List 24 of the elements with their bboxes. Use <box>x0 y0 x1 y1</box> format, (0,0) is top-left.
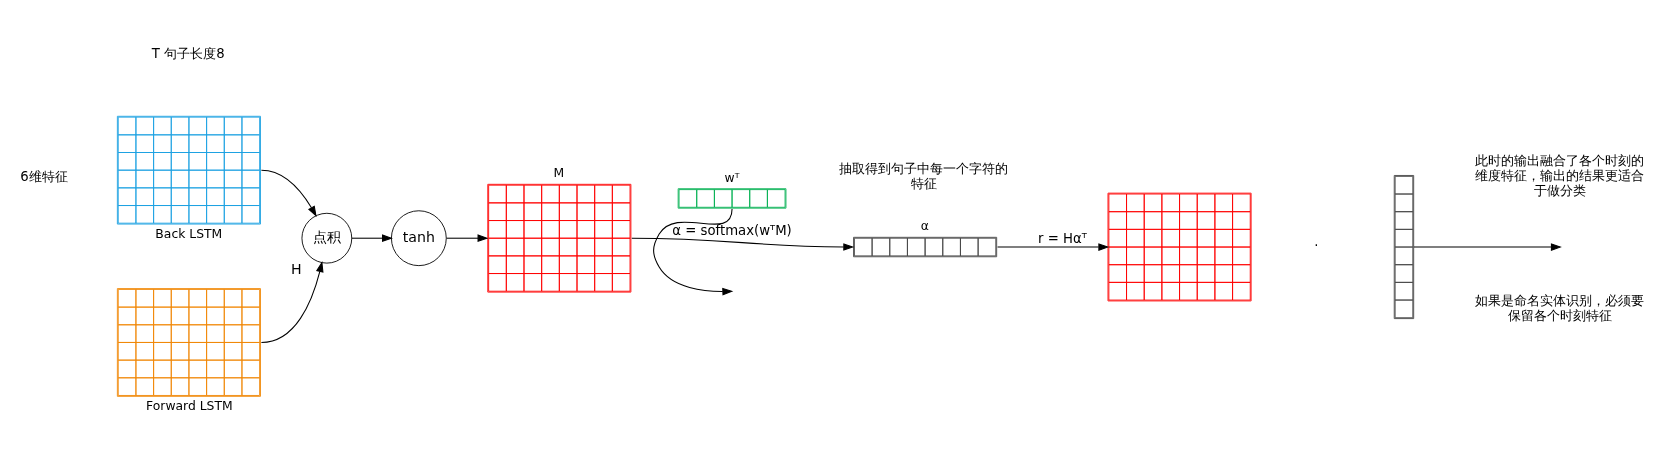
node-circle: tanh <box>390 209 447 266</box>
arrow <box>446 233 489 242</box>
node-circle: 点积 <box>301 212 353 264</box>
arrow <box>653 208 734 295</box>
node-label: Back LSTM <box>155 226 223 240</box>
arrow <box>997 242 1110 251</box>
arrow <box>631 237 855 251</box>
edge-label: α = softmax(wᵀM) <box>672 222 792 238</box>
label: 抽取得到句子中每一个字符的特征 <box>838 160 1008 191</box>
arrow <box>351 233 393 242</box>
label: · <box>1314 237 1319 253</box>
node-label: M <box>553 165 565 180</box>
arrow <box>260 260 324 343</box>
label: T 句子长度8 <box>151 45 225 61</box>
label: 如果是命名实体识别，必须要保留各个时刻特征 <box>1474 292 1644 323</box>
node-label: H <box>290 260 302 277</box>
label: 6维特征 <box>20 168 68 184</box>
arrow <box>1413 242 1562 251</box>
node-label: Forward LSTM <box>146 398 233 413</box>
edge-label: r = Hαᵀ <box>1038 230 1087 246</box>
node-label: wᵀ <box>724 170 740 185</box>
label: 此时的输出融合了各个时刻的维度特征，输出的结果更适合于做分类 <box>1474 152 1644 198</box>
node-label: α <box>920 218 929 233</box>
arrow <box>260 169 317 217</box>
